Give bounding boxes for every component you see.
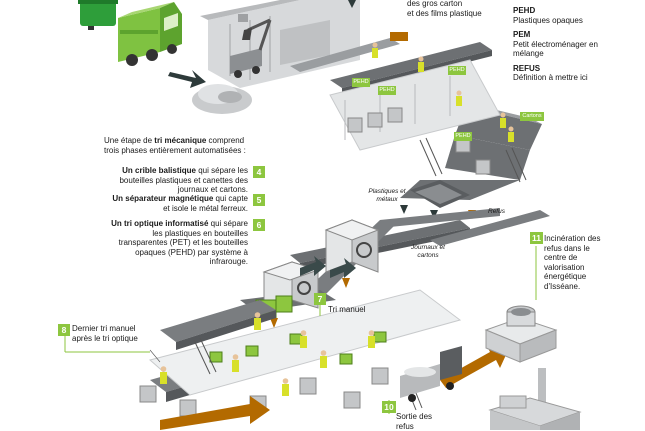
label-journaux-text: Journaux et cartons: [411, 244, 445, 259]
intro-pre: Une étape de: [104, 136, 153, 145]
step-4-text: Un crible balistique qui sépare les bout…: [96, 166, 248, 195]
legend-desc: Petit électroménager en mélange: [513, 39, 598, 59]
intro-text: Une étape de tri mécanique comprend troi…: [104, 136, 254, 155]
top-label: des gros carton et des films plastique: [407, 0, 487, 18]
worker-icon: [372, 48, 514, 142]
step-11-badge: 11: [530, 232, 543, 244]
label-refus: Refus: [488, 207, 505, 217]
crane-loader-icon: [230, 18, 272, 78]
intro-bold: tri mécanique: [154, 136, 207, 145]
dump-truck-icon: [400, 346, 462, 402]
legend-desc: Définition à mettre ici: [513, 73, 588, 82]
step-11-body: Incinération des refus dans le centre de…: [544, 234, 601, 291]
legend: PEHD Plastiques opaques PEM Petit électr…: [513, 6, 643, 83]
step-10-text: Sortie des refus: [396, 412, 436, 431]
legend-code: PEM: [513, 30, 531, 39]
step-6-bold: Un tri optique informatisé: [111, 219, 209, 228]
bin-label: PEHD: [455, 133, 471, 139]
legend-desc: Plastiques opaques: [513, 15, 583, 25]
step-5-body: qui capte et isole le métal ferreux.: [163, 194, 248, 213]
step-7-badge: 7: [314, 293, 326, 305]
energy-plant-icon: [488, 368, 582, 430]
bin-label: PEHD: [449, 67, 465, 73]
magnet-machine-icon: [324, 219, 380, 273]
step-6-text: Un tri optique informatisé qui sépare le…: [104, 219, 248, 267]
intro-post: comprend trois phases entièrement automa…: [104, 136, 246, 155]
step-6-body: qui sépare les plastiques en bouteilles …: [118, 219, 248, 266]
bin-label-tags: [352, 32, 544, 141]
sorting-bins: [347, 107, 491, 175]
legend-code: REFUS: [513, 63, 541, 73]
step-8-badge: 8: [58, 324, 70, 336]
label-plastiques-text: Plastiques et métaux: [368, 188, 406, 203]
worker-icon: [160, 318, 375, 396]
waste-pile: [192, 84, 252, 114]
label-plastiques: Plastiques et métaux: [366, 188, 408, 203]
label-journaux: Journaux et cartons: [408, 244, 448, 259]
step-5-badge: 5: [253, 194, 265, 206]
step-11-text: Incinération des refus dans le centre de…: [544, 234, 610, 291]
step-8-body: Dernier tri manuel après le tri optique: [72, 324, 138, 343]
step-8-text: Dernier tri manuel après le tri optique: [72, 324, 152, 343]
legend-code: PEHD: [513, 6, 536, 15]
step-5-text: Un séparateur magnétique qui capte et is…: [110, 194, 248, 213]
bin-label: PEHD: [379, 87, 395, 93]
incinerator-icon: [484, 305, 558, 363]
garbage-truck-icon: [118, 2, 182, 66]
step-4-badge: 4: [253, 166, 265, 178]
bin-label: Cartons: [522, 113, 542, 119]
step-10-body: Sortie des refus: [396, 412, 433, 431]
step-4-bold: Un crible balistique: [122, 166, 196, 175]
ballistic-screen-icon: [410, 180, 470, 208]
step-6-badge: 6: [253, 219, 265, 231]
step-10-badge: 10: [382, 401, 396, 413]
top-label-line2: et des films plastique: [407, 8, 482, 18]
top-label-line1: des gros carton: [407, 0, 463, 8]
step-5-bold: Un séparateur magnétique: [112, 194, 214, 203]
step-4-body: qui sépare les bouteilles plastiques et …: [119, 166, 248, 194]
refuse-flow-arrow: [160, 344, 510, 430]
step-7-body: Tri manuel: [328, 305, 366, 314]
recycling-bin-icon: [78, 0, 118, 30]
label-refus-text: Refus: [488, 208, 505, 215]
sorting-bins: [139, 367, 389, 417]
step-7-text: Tri manuel: [328, 305, 366, 315]
warehouse-building: [200, 0, 360, 88]
bin-label: PEHD: [353, 79, 369, 85]
